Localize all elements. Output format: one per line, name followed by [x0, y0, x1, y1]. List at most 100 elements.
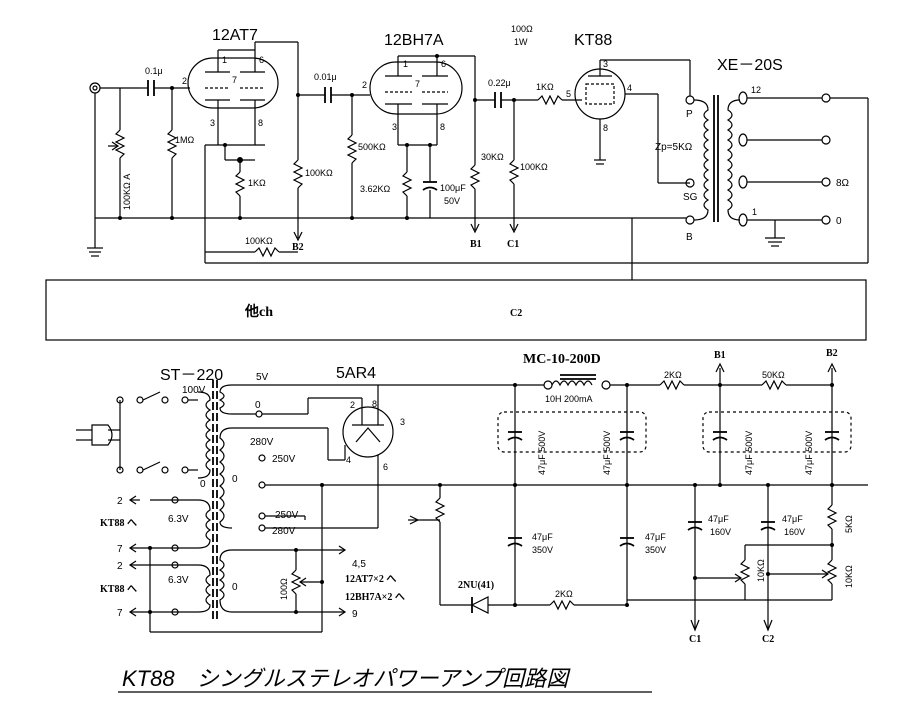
power-transformer-label: ST－220 [160, 367, 223, 384]
bias-pot-a: 10KΩ [695, 545, 766, 600]
svg-text:47μF 500V: 47μF 500V [744, 431, 754, 475]
svg-text:47μF 500V: 47μF 500V [804, 431, 814, 475]
heater-1: 2 6.3V KT88 へ 7 [100, 495, 198, 555]
svg-text:50KΩ: 50KΩ [762, 370, 785, 380]
svg-text:7: 7 [117, 544, 123, 555]
svg-text:4: 4 [627, 83, 632, 93]
bias-cap-160v-a: 47μF 160V [687, 514, 731, 537]
svg-text:6: 6 [383, 462, 388, 472]
b2-label-amp: B2 [292, 242, 304, 253]
svg-text:4: 4 [346, 455, 351, 465]
svg-text:47μF 500V: 47μF 500V [602, 431, 612, 475]
svg-text:7: 7 [232, 75, 237, 85]
tube-12bh7a-label: 12BH7A [384, 32, 444, 49]
mains-plug [76, 400, 121, 470]
rectifier-label: 5AR4 [336, 365, 376, 382]
filter-cap-500v-c: 47μF 500V [712, 431, 754, 475]
bias-cap-350v-a: 47μF 350V [507, 532, 553, 555]
svg-text:10H 200mA: 10H 200mA [545, 394, 593, 404]
svg-text:280V: 280V [250, 437, 274, 448]
svg-text:1: 1 [752, 207, 757, 217]
svg-text:100KΩ: 100KΩ [305, 168, 333, 178]
svg-text:500KΩ: 500KΩ [358, 142, 386, 152]
cathode-bypass-cap: 100μF 50V [422, 181, 466, 206]
svg-text:3: 3 [392, 122, 397, 132]
svg-text:47μF: 47μF [782, 514, 803, 524]
b2-label-psu: B2 [826, 348, 838, 359]
rectifier-5ar4: 2 8 3 4 6 [342, 395, 405, 472]
svg-text:9: 9 [352, 609, 358, 620]
svg-text:P: P [686, 109, 693, 120]
svg-text:6: 6 [441, 59, 446, 69]
filter-cap-500v-a: 47μF 500V [507, 431, 547, 475]
svg-text:100μF: 100μF [440, 183, 466, 193]
svg-text:12: 12 [751, 85, 761, 95]
c1-label-amp: C1 [507, 239, 519, 250]
svg-text:3: 3 [210, 118, 215, 128]
svg-text:B: B [686, 232, 693, 243]
svg-text:6.3V: 6.3V [168, 514, 189, 525]
svg-text:30KΩ: 30KΩ [481, 152, 504, 162]
svg-text:10KΩ: 10KΩ [844, 565, 854, 588]
svg-text:7: 7 [415, 79, 420, 89]
output-transformer: XE－20S P Zp=5KΩ SG B 12 1 8Ω 0 [655, 57, 850, 247]
svg-text:0: 0 [255, 400, 261, 411]
svg-text:2: 2 [362, 80, 367, 90]
svg-text:10KΩ: 10KΩ [756, 559, 766, 582]
svg-text:2: 2 [182, 76, 187, 86]
svg-text:0.22μ: 0.22μ [488, 78, 511, 88]
c-in-label: 0.1μ [145, 66, 163, 76]
svg-text:SG: SG [683, 192, 698, 203]
svg-text:160V: 160V [710, 527, 731, 537]
plate-resistor-100k: 100KΩ [292, 159, 333, 189]
svg-text:5KΩ: 5KΩ [844, 515, 854, 533]
svg-text:350V: 350V [645, 545, 666, 555]
output-coupling-cap: 0.22μ [475, 78, 538, 108]
b1-label-psu: B1 [714, 350, 726, 361]
choke-label: MC-10-200D [523, 352, 601, 367]
tube-12bh7a: 12BH7A 1 6 7 2 3 8 [362, 32, 463, 145]
svg-text:0: 0 [836, 216, 842, 227]
svg-text:1KΩ: 1KΩ [536, 82, 554, 92]
svg-text:KT88 へ: KT88 へ [100, 518, 137, 529]
svg-text:8: 8 [603, 123, 608, 133]
heater-3: 0 100Ω 4,5 9 12AT7×2 へ 12BH7A×2 へ [232, 545, 405, 620]
svg-text:280V: 280V [272, 526, 296, 537]
interstage-cap: 0.01μ [298, 72, 370, 103]
svg-text:3.62KΩ: 3.62KΩ [360, 184, 391, 194]
bias-diode: 2NU(41) [458, 580, 494, 614]
tube-12at7-label: 12AT7 [212, 27, 258, 44]
svg-text:100V: 100V [182, 385, 206, 396]
plate-load-30k: 30KΩ [469, 152, 504, 190]
grid-resistor-1m: 1MΩ [166, 86, 195, 218]
svg-text:8Ω: 8Ω [836, 178, 850, 189]
svg-text:47μF: 47μF [645, 532, 666, 542]
svg-text:6: 6 [259, 55, 264, 65]
other-channel-label: 他ch [244, 303, 273, 320]
svg-text:5: 5 [566, 89, 571, 99]
tube-12at7: 12AT7 1 6 7 2 3 8 [182, 27, 279, 145]
grid-resistor-500k: 500KΩ [346, 134, 386, 164]
svg-text:100Ω: 100Ω [511, 24, 533, 34]
b1-label-amp: B1 [470, 239, 482, 250]
svg-text:1: 1 [403, 59, 408, 69]
diagram-title: KT88 シングルステレオパワーアンプ回路図 [122, 666, 571, 691]
grid-resistor-100k: 100KΩ [508, 159, 548, 185]
tube-kt88: KT88 3 5 4 8 [566, 32, 690, 165]
r-1m-label: 1MΩ [175, 135, 195, 145]
c1-label-psu: C1 [689, 634, 701, 645]
svg-text:12AT7×2 へ: 12AT7×2 へ [345, 574, 396, 585]
svg-text:47μF: 47μF [708, 514, 729, 524]
filter-cap-500v-d: 47μF 500V [804, 431, 840, 475]
bias-cap-160v-b: 47μF 160V [760, 514, 805, 537]
svg-text:XE－20S: XE－20S [717, 57, 783, 74]
svg-text:1: 1 [222, 55, 227, 65]
svg-text:100KΩ: 100KΩ [520, 162, 548, 172]
svg-text:1KΩ: 1KΩ [248, 178, 266, 188]
svg-text:0: 0 [232, 474, 238, 485]
feedback-resistor: 100KΩ [245, 236, 280, 258]
svg-text:5V: 5V [256, 372, 269, 383]
svg-text:8: 8 [372, 399, 377, 409]
power-switch [116, 391, 198, 474]
